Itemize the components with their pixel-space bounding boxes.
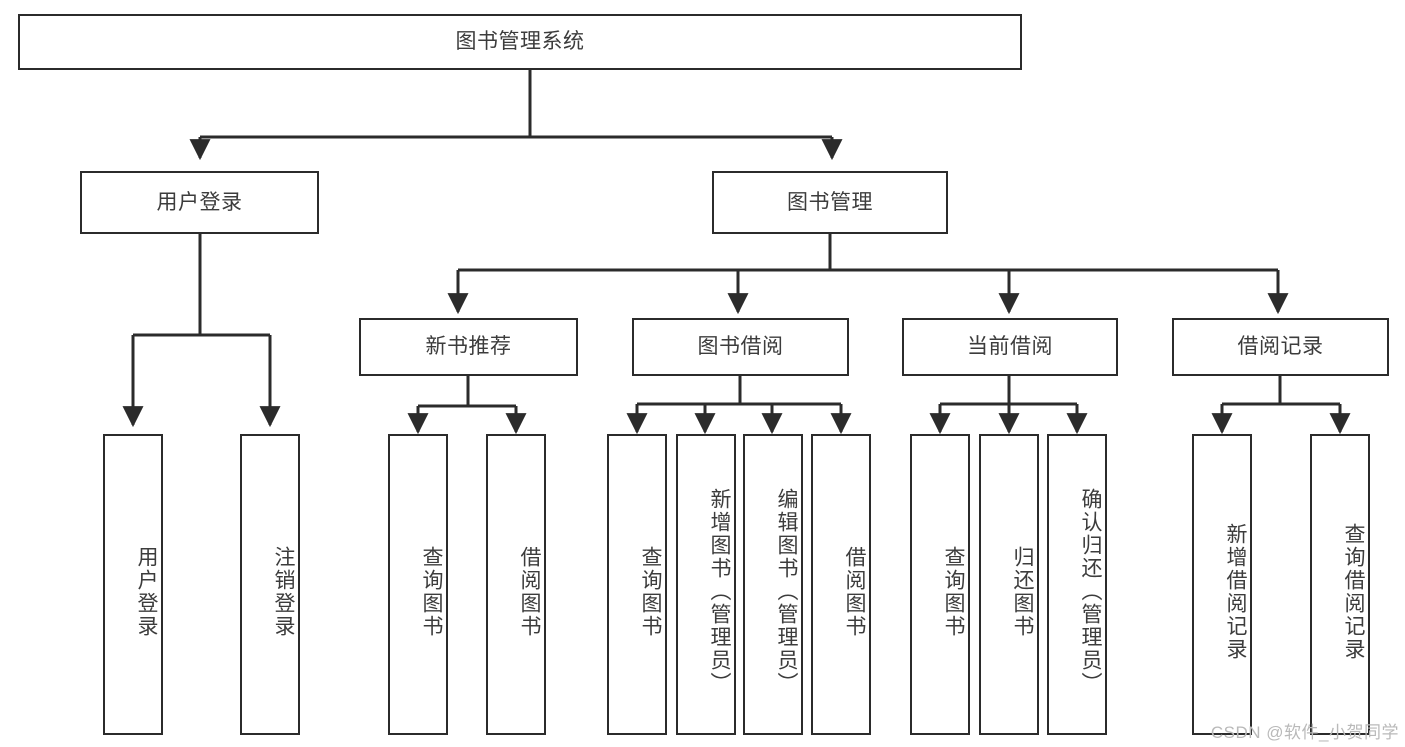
node-book-borrow-label: 图书借阅: [697, 335, 784, 359]
node-leaf-query-book-2[interactable]: 查询图书: [607, 434, 667, 735]
node-current-borrow[interactable]: 当前借阅: [902, 318, 1118, 376]
node-leaf-query-record[interactable]: 查询借阅记录: [1310, 434, 1370, 735]
node-borrow-record-label: 借阅记录: [1237, 335, 1324, 359]
node-leaf-confirm-return-admin[interactable]: 确认归还（管理员）: [1047, 434, 1107, 735]
node-leaf-borrow-book-2-label: 借阅图书: [843, 545, 866, 638]
node-leaf-add-book-admin[interactable]: 新增图书（管理员）: [676, 434, 736, 735]
node-root-label: 图书管理系统: [455, 30, 585, 54]
node-leaf-query-book-3[interactable]: 查询图书: [910, 434, 970, 735]
node-leaf-logout[interactable]: 注销登录: [240, 434, 300, 735]
node-leaf-return-book[interactable]: 归还图书: [979, 434, 1039, 735]
node-leaf-query-book-1-label: 查询图书: [420, 545, 443, 638]
node-leaf-query-record-label: 查询借阅记录: [1342, 522, 1365, 661]
node-root[interactable]: 图书管理系统: [18, 14, 1022, 70]
node-leaf-add-record[interactable]: 新增借阅记录: [1192, 434, 1252, 735]
node-book-manage-label: 图书管理: [787, 190, 873, 214]
node-leaf-edit-book-admin[interactable]: 编辑图书（管理员）: [743, 434, 803, 735]
node-leaf-user-login[interactable]: 用户登录: [103, 434, 163, 735]
node-borrow-record[interactable]: 借阅记录: [1172, 318, 1389, 376]
node-leaf-edit-book-admin-label: 编辑图书（管理员）: [775, 488, 798, 695]
node-leaf-add-record-label: 新增借阅记录: [1224, 522, 1247, 661]
node-user-login-label: 用户登录: [156, 190, 243, 214]
node-leaf-add-book-admin-label: 新增图书（管理员）: [708, 488, 731, 695]
node-book-borrow[interactable]: 图书借阅: [632, 318, 849, 376]
node-leaf-confirm-return-admin-label: 确认归还（管理员）: [1079, 488, 1102, 695]
node-book-manage[interactable]: 图书管理: [712, 171, 948, 234]
node-leaf-query-book-3-label: 查询图书: [942, 545, 965, 638]
node-leaf-borrow-book-2[interactable]: 借阅图书: [811, 434, 871, 735]
node-new-book-recommend-label: 新书推荐: [425, 335, 512, 359]
node-user-login[interactable]: 用户登录: [80, 171, 319, 234]
node-leaf-borrow-book-1-label: 借阅图书: [518, 545, 541, 638]
node-leaf-query-book-1[interactable]: 查询图书: [388, 434, 448, 735]
node-leaf-return-book-label: 归还图书: [1011, 545, 1034, 638]
node-leaf-user-login-label: 用户登录: [135, 545, 158, 638]
node-new-book-recommend[interactable]: 新书推荐: [359, 318, 578, 376]
node-leaf-borrow-book-1[interactable]: 借阅图书: [486, 434, 546, 735]
node-leaf-logout-label: 注销登录: [272, 545, 295, 638]
node-leaf-query-book-2-label: 查询图书: [639, 545, 662, 638]
node-current-borrow-label: 当前借阅: [967, 335, 1053, 359]
watermark: CSDN @软件_小贺同学: [1210, 723, 1399, 742]
